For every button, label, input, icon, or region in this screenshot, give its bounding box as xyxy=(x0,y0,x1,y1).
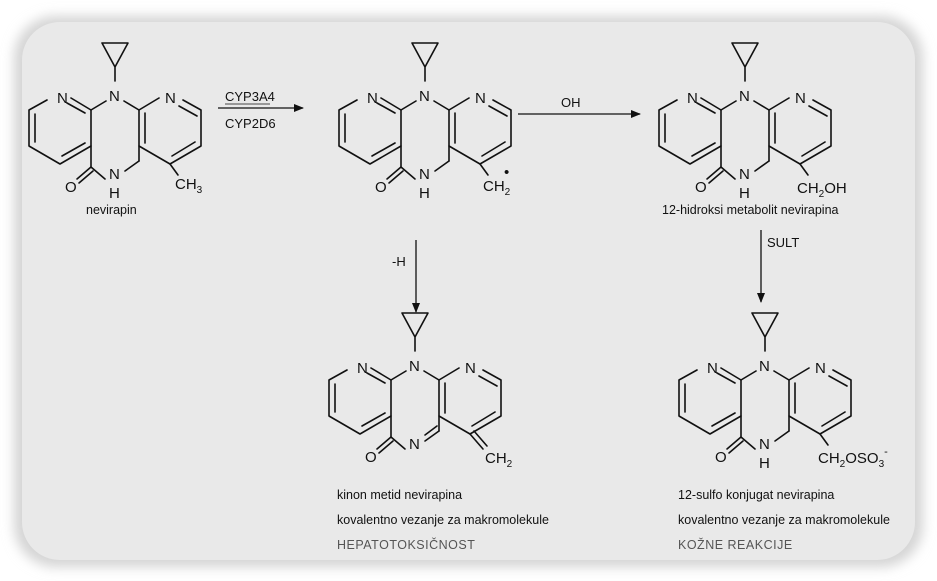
structure-quinone-methide: N N N N O CH2 xyxy=(328,312,513,470)
label-nevirapin: nevirapin xyxy=(86,203,137,217)
atom-nh-n: N xyxy=(109,166,120,183)
structure-nevirapin: N N N N H O CH3 xyxy=(28,42,203,202)
label-12-hydroxy-metabolite: 12-hidroksi metabolit nevirapina xyxy=(662,203,839,217)
atom-n-left: N xyxy=(367,90,378,107)
structure-sulfo-conjugate: N N N N H O CH2OSO3- xyxy=(678,312,888,472)
atom-o: O xyxy=(375,179,387,196)
arrow-sult: SULT xyxy=(757,230,799,303)
atom-nh-n: N xyxy=(739,166,750,183)
label-oh: OH xyxy=(561,95,581,110)
label-hepatotoxicity: HEPATOTOKSIČNOST xyxy=(337,537,475,552)
arrow-oh: OH xyxy=(518,95,641,118)
atom-nh-n: N xyxy=(419,166,430,183)
atom-ch2-radical: CH2 xyxy=(483,178,511,198)
radical-dot: • xyxy=(504,164,509,181)
arrow-h-loss: -H xyxy=(392,240,420,313)
structure-hydroxy: N N N N H O CH2OH xyxy=(658,42,847,202)
atom-imine-n: N xyxy=(409,436,420,453)
atom-n11: N xyxy=(759,358,770,375)
atom-n11: N xyxy=(739,88,750,105)
atom-n-right: N xyxy=(165,90,176,107)
label-quinone-methide: kinon metid nevirapina xyxy=(337,488,462,502)
atom-o: O xyxy=(65,179,77,196)
structure-radical: N N N N H O CH2 • xyxy=(338,42,512,202)
atom-ch2oso3: CH2OSO3- xyxy=(818,446,888,470)
atom-o: O xyxy=(365,449,377,466)
atom-o: O xyxy=(695,179,707,196)
atom-nh-h: H xyxy=(759,455,770,472)
atom-n-right: N xyxy=(465,360,476,377)
atom-n-left: N xyxy=(57,90,68,107)
label-skin-reactions: KOŽNE REAKCIJE xyxy=(678,537,793,552)
atom-n-left: N xyxy=(357,360,368,377)
atom-n11: N xyxy=(109,88,120,105)
label-sulfo-binding: kovalentno vezanje za makromolekule xyxy=(678,513,890,527)
atom-n-right: N xyxy=(475,90,486,107)
label-cyp2d6: CYP2D6 xyxy=(225,116,276,131)
atom-n-left: N xyxy=(707,360,718,377)
atom-nh-h: H xyxy=(739,185,750,202)
atom-nh-h: H xyxy=(109,185,120,202)
atom-nh-h: H xyxy=(419,185,430,202)
atom-n11: N xyxy=(419,88,430,105)
atom-n-right: N xyxy=(815,360,826,377)
atom-n-left: N xyxy=(687,90,698,107)
label-quinone-binding: kovalentno vezanje za makromolekule xyxy=(337,513,549,527)
atom-o: O xyxy=(715,449,727,466)
arrow-cyp: CYP3A4 CYP2D6 xyxy=(218,89,304,131)
atom-ch2oh: CH2OH xyxy=(797,180,847,200)
atom-n11: N xyxy=(409,358,420,375)
atom-nh-n: N xyxy=(759,436,770,453)
atom-methyl: CH3 xyxy=(175,176,203,196)
label-sulfo-conjugate: 12-sulfo konjugat nevirapina xyxy=(678,488,834,502)
label-sult: SULT xyxy=(767,235,799,250)
atom-n-right: N xyxy=(795,90,806,107)
label-minus-h: -H xyxy=(392,254,406,269)
atom-exo-ch2: CH2 xyxy=(485,450,513,470)
label-cyp3a4: CYP3A4 xyxy=(225,89,275,104)
